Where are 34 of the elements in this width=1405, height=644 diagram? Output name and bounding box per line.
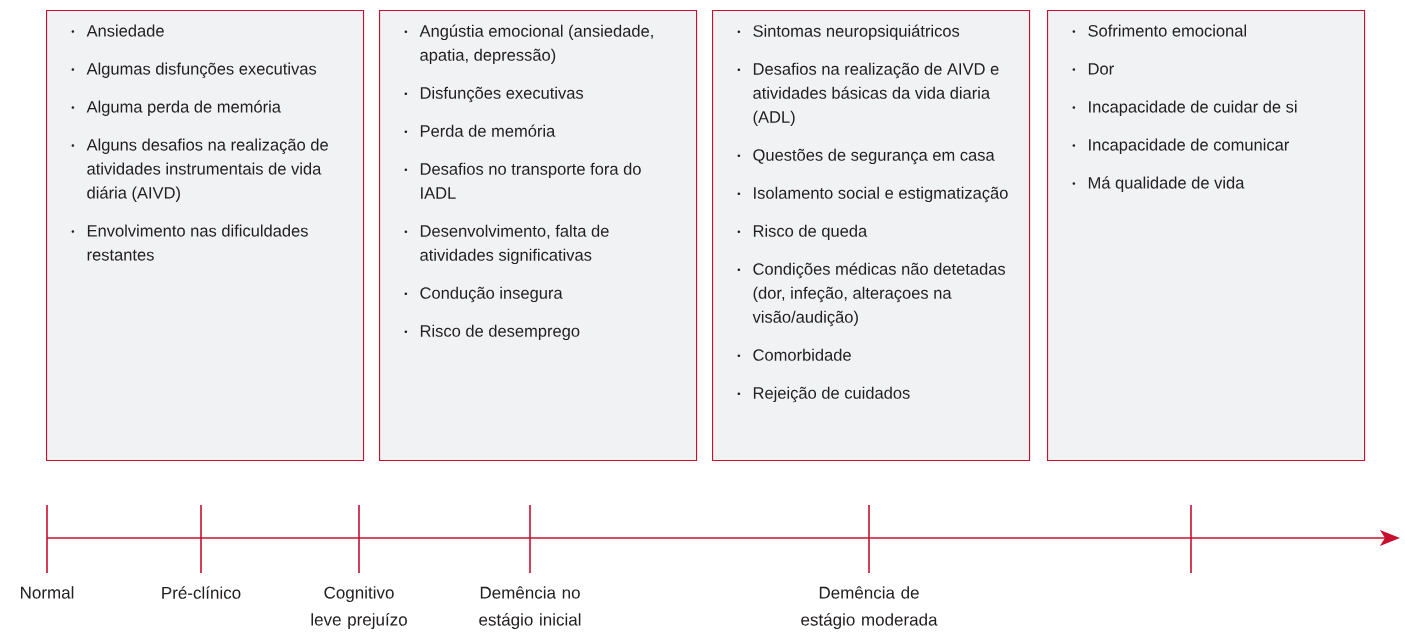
list-box [1047, 10, 1366, 462]
bullet-item: Dor [1072, 63, 1114, 75]
bullet-item: Angústia emocional (ansiedade, apatia, depressão) [404, 24, 653, 65]
bullet-item: Condução insegura [404, 286, 563, 303]
bullet-item: Risco de desemprego [404, 324, 580, 341]
stage-label: Demência no estágio inicial [479, 586, 581, 630]
bullet-item: Ansiedade [71, 24, 164, 37]
bullet-item: Envolvimento nas dificuldades restantes [71, 224, 308, 261]
bullet-item: Isolamento social e estigmatização [737, 186, 1008, 203]
bullet-item: Desafios na realização de AIVD e atividades básicas da vida diaria (ADL) [737, 62, 999, 127]
list-box [379, 10, 698, 462]
bullet-item: Alguns desafios na realização de atividades instrumentais de vida diária (AIVD) [71, 138, 328, 202]
list-box [46, 10, 365, 462]
stage-label: Pré-clínico [162, 586, 241, 599]
bullet-item: Disfunções executivas [404, 86, 584, 103]
bullet-item: Algumas disfunções executivas [71, 62, 317, 78]
list-box [712, 10, 1031, 462]
bullet-item: Comorbidade [737, 348, 851, 361]
bullet-item: Desafios no transporte fora do IADL [404, 162, 641, 199]
bullet-item: Incapacidade de comunicar [1072, 138, 1290, 154]
bullet-item: Sintomas neuropsiquiátricos [737, 24, 960, 41]
bullet-item: Risco de queda [737, 224, 868, 241]
stage-label: Demência de estágio moderada [801, 586, 938, 630]
bullet-item: Perda de memória [404, 124, 556, 137]
bullet-item: Sofrimento emocional [1072, 24, 1246, 37]
bullet-item: Incapacidade de cuidar de si [1072, 100, 1297, 116]
bullet-item: Condições médicas não detetadas (dor, infeção, alteraçoes na visão/audição) [737, 262, 1006, 327]
bullet-item: Questões de segurança em casa [737, 148, 995, 165]
stage-label: Normal [21, 586, 74, 599]
stage-label: Cognitivo leve prejuízo [311, 586, 407, 630]
bullet-item: Rejeição de cuidados [737, 386, 910, 403]
bullet-item: Desenvolvimento, falta de atividades significativas [404, 224, 609, 265]
bullet-item: Alguma perda de memória [71, 100, 281, 116]
bullet-item: Má qualidade de vida [1072, 176, 1245, 192]
